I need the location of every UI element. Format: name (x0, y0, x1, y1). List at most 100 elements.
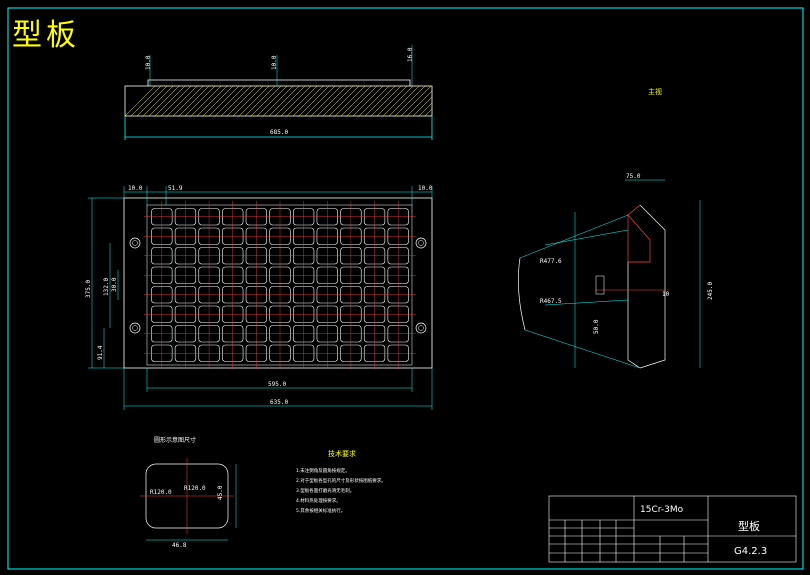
hatch-line (382, 85, 414, 117)
hatch-line (196, 85, 228, 117)
bolt-hole-3 (415, 237, 427, 249)
detail-dim-1: R120.0 (150, 489, 172, 496)
hatch-line (214, 85, 246, 117)
requirements-heading: 技术要求 (328, 449, 356, 458)
hatch-line (190, 85, 222, 117)
requirement-1: 1.未注倒角及圆角按规定。 (296, 467, 350, 474)
dim-spacing: 132.0 (103, 278, 110, 296)
hatch-line (142, 85, 174, 117)
hatch-line (364, 85, 396, 117)
hatch-line (160, 85, 192, 117)
tb-drawing-no: G4.2.3 (734, 546, 767, 557)
hatch-line (340, 85, 372, 117)
hatch-line (370, 85, 402, 117)
hatch-line (322, 85, 354, 117)
dim-inner-width: 595.0 (268, 381, 286, 388)
hatch-line (310, 85, 342, 117)
grid-centerlines (144, 201, 416, 369)
hatch-line (166, 85, 198, 117)
sheet-border (7, 7, 804, 570)
title-block (548, 495, 797, 563)
detail-dim-2: R120.0 (184, 485, 206, 492)
hatch-line (292, 85, 324, 117)
dim-bottom-offset: 91.4 (97, 345, 104, 360)
hatch-line (286, 85, 318, 117)
hatch-line (232, 85, 264, 117)
section-top-dim-1: 10.0 (145, 55, 152, 70)
hatch-line (124, 85, 156, 117)
side-dim-1: 75.0 (626, 173, 641, 180)
section-view: 685.0 10.0 10.0 16.0 (124, 45, 433, 140)
requirement-5: 5.其余按相关标准执行。 (296, 507, 345, 514)
detail-dim-4: 46.8 (172, 542, 187, 549)
side-view (517, 179, 701, 369)
bolt-hole-4 (415, 322, 427, 334)
hatch-line (280, 85, 312, 117)
hatch-line (316, 85, 348, 117)
hatch-line (130, 85, 162, 117)
section-hatch (124, 85, 433, 117)
requirement-3: 3.型板各面打磨光滑无毛刺。 (296, 487, 354, 494)
hatch-line (388, 85, 420, 117)
hatch-line (262, 85, 294, 117)
hatch-line (298, 85, 330, 117)
requirement-2: 2.对于型板各型孔的尺寸及形状按图纸要求。 (296, 477, 386, 484)
hatch-line (136, 85, 168, 117)
hatch-line (256, 85, 288, 117)
hatch-line (268, 85, 300, 117)
dim-overall-height: 375.0 (85, 280, 92, 298)
hatch-line (328, 85, 360, 117)
detail-dim-3: 45.0 (217, 485, 224, 500)
detail-view (140, 458, 237, 541)
hatch-line (400, 85, 432, 117)
plan-view: 10.0 51.9 10.0 375.0 30.0 132.0 91.4 595… (85, 185, 433, 410)
hatch-line (178, 85, 210, 117)
requirement-4: 4.材料热处理按要求。 (296, 497, 341, 504)
hatch-line (304, 85, 336, 117)
dim-left-margin: 10.0 (128, 185, 143, 192)
detail-title: 圆形示意图尺寸 (154, 436, 196, 444)
plan-outline (123, 197, 433, 369)
plan-inner (146, 204, 413, 366)
hatch-line (250, 85, 282, 117)
hatch-line (412, 96, 433, 117)
side-dim-2: R477.6 (540, 258, 562, 265)
hatch-line (394, 85, 426, 117)
dim-pitch: 51.9 (168, 185, 183, 192)
hatch-line (172, 85, 204, 117)
tb-material: 15Cr-3Mo (640, 505, 684, 515)
hatch-line (418, 102, 433, 117)
hatch-line (148, 85, 180, 117)
hatch-line (226, 85, 258, 117)
hatch-line (238, 85, 270, 117)
hatch-line (154, 85, 186, 117)
section-body (124, 85, 433, 117)
hatch-line (274, 85, 306, 117)
side-dim-6: 245.0 (707, 282, 714, 300)
sheet-title: 型板 (12, 18, 80, 53)
hatch-line (430, 114, 433, 117)
hatch-line (424, 108, 433, 117)
hatch-line (220, 85, 252, 117)
dim-overall-width: 635.0 (270, 399, 288, 406)
side-view-label: 主视 (648, 87, 662, 96)
bolt-hole-1 (129, 237, 141, 249)
hatch-line (358, 85, 390, 117)
hatch-line (244, 85, 276, 117)
hatch-line (202, 85, 234, 117)
side-dim-3: R467.5 (540, 298, 562, 305)
hatch-line (208, 85, 240, 117)
bolt-hole-2 (129, 322, 141, 334)
side-dim-5: 50.0 (593, 319, 600, 334)
hatch-line (334, 85, 366, 117)
dim-right-margin: 10.0 (418, 185, 433, 192)
side-dim-4: 10 (662, 291, 670, 298)
hatch-line (406, 90, 433, 117)
hatch-line (184, 85, 216, 117)
section-top-dim-3: 16.0 (407, 47, 414, 62)
section-width-dim: 685.0 (270, 129, 288, 136)
hatch-line (376, 85, 408, 117)
hatch-line (352, 85, 384, 117)
hatch-line (346, 85, 378, 117)
